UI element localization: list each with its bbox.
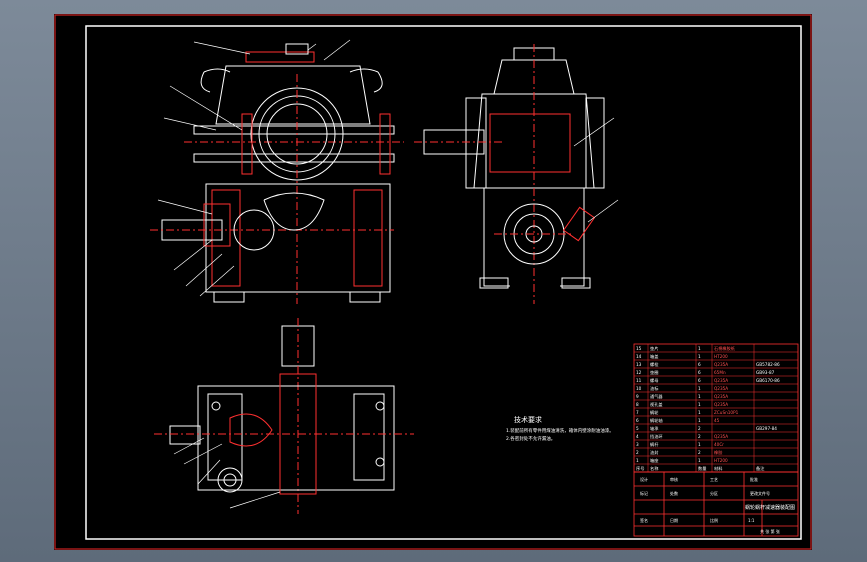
bom-cell: 油封 <box>650 449 658 456</box>
bom-header-cell: 数量 <box>698 465 706 472</box>
bom-cell: 1 <box>698 394 701 399</box>
bom-cell: 13 <box>636 362 642 367</box>
bom-cell: 10 <box>636 386 642 391</box>
bom-cell: 4 <box>636 434 639 439</box>
bom-cell: 15 <box>636 346 642 351</box>
bom-cell: 12 <box>636 370 642 375</box>
scale-label: 比例 <box>710 517 718 523</box>
bom-cell: 65Mn <box>714 370 726 375</box>
technical-notes: 技术要求 1.装配前所有零件用煤油清洗，箱体内壁涂耐油油漆。 2.各密封处不允许… <box>506 415 614 442</box>
bom-cell: GB5782-86 <box>756 362 780 367</box>
tech-note-2: 2.各密封处不允许漏油。 <box>506 435 555 442</box>
bom-cell: 垫圈 <box>650 369 658 376</box>
bom-cell: 11 <box>636 378 642 383</box>
bom-cell: GB297-84 <box>756 426 777 431</box>
bom-cell: Q235A <box>714 402 728 407</box>
role-approve: 批准 <box>750 476 758 482</box>
top-view <box>154 318 414 514</box>
drawing-canvas: 技术要求 1.装配前所有零件用煤油清洗，箱体内壁涂耐油油漆。 2.各密封处不允许… <box>54 14 812 550</box>
bom-cell: 蜗轮轴 <box>650 417 663 424</box>
bom-cell: 箱座 <box>650 457 658 464</box>
bom-cell: 40Cr <box>714 442 724 447</box>
bom-cell: ZCuSn10P1 <box>714 410 739 415</box>
bom-cell: 1 <box>698 386 701 391</box>
sheet-label: 共 张 第 张 <box>760 528 780 534</box>
bom-cell: 蜗轮 <box>650 409 659 416</box>
bom-cell: 1 <box>698 418 701 423</box>
tech-note-1: 1.装配前所有零件用煤油清洗，箱体内壁涂耐油油漆。 <box>506 427 614 434</box>
role-review: 审核 <box>670 476 678 482</box>
side-view <box>414 44 619 304</box>
bom-cell: Q235A <box>714 386 728 391</box>
label-zone: 分区 <box>710 490 718 496</box>
title-block-text: 蜗轮蜗杆减速器装配图 设计 审核 工艺 批准 标记 处数 分区 更改文件号 签名… <box>640 476 795 534</box>
bom-cell: 6 <box>636 418 639 423</box>
bom-cell: 蜗杆 <box>650 441 659 448</box>
drawing-sheet: 技术要求 1.装配前所有零件用煤油清洗，箱体内壁涂耐油油漆。 2.各密封处不允许… <box>54 14 812 550</box>
tech-title: 技术要求 <box>514 415 542 424</box>
bom-cell: 1 <box>698 346 701 351</box>
bom-cell: 6 <box>698 370 701 375</box>
bom-cell: 油标 <box>650 385 658 392</box>
bom-cell: 轴承 <box>650 425 659 432</box>
bom-cell: 箱盖 <box>650 353 658 360</box>
label-mark: 标记 <box>640 490 648 496</box>
bom-cell: 挡油环 <box>650 433 663 440</box>
bom-cell: 垫片 <box>650 345 658 352</box>
bom-cell: 视孔盖 <box>650 401 663 408</box>
inner-frame <box>85 25 802 540</box>
bom-cell: 6 <box>698 362 701 367</box>
label-change: 更改文件号 <box>750 490 770 496</box>
bom-header-cell: 序号 <box>636 465 644 472</box>
bom-header-cell: 名称 <box>650 465 658 472</box>
drawing-name: 蜗轮蜗杆减速器装配图 <box>745 504 795 511</box>
role-design: 设计 <box>640 476 648 482</box>
bom-cell: 橡胶 <box>714 449 722 456</box>
bom-cell: 2 <box>698 450 701 455</box>
bom-cell: HT200 <box>714 458 728 463</box>
bom-cell: 6 <box>698 378 701 383</box>
bom-cell: GB93-87 <box>756 370 775 375</box>
label-date: 日期 <box>670 517 678 523</box>
label-count: 处数 <box>670 490 678 496</box>
bom-cell: 7 <box>636 410 639 415</box>
bom-cell: 螺母 <box>650 377 658 384</box>
bom-cell: 3 <box>636 442 639 447</box>
bom-cell: 通气器 <box>650 393 663 400</box>
bom-cell: 45 <box>714 418 720 423</box>
outer-frame <box>54 14 812 550</box>
bom-cell: Q235A <box>714 378 728 383</box>
bom-cell: GB6170-86 <box>756 378 780 383</box>
bom-cell: 1 <box>698 402 701 407</box>
bom-cell: 2 <box>698 426 701 431</box>
bom-cell: 螺栓 <box>650 361 659 368</box>
bom-header-cell: 备注 <box>756 465 765 472</box>
bom-cell: Q235A <box>714 434 728 439</box>
scale-value: 1:1 <box>748 518 755 523</box>
bom-cell: 8 <box>636 402 639 407</box>
bom-cell: 1 <box>636 458 639 463</box>
bom-cell: 1 <box>698 442 701 447</box>
label-sign: 签名 <box>640 517 648 523</box>
front-view <box>150 39 404 304</box>
bom-cell: 9 <box>636 394 639 399</box>
bom-cell: 石棉橡胶纸 <box>714 345 736 352</box>
bom-header-cell: 材料 <box>714 465 723 472</box>
bom-cell: 2 <box>698 434 701 439</box>
bom-cell: 1 <box>698 354 701 359</box>
title-block <box>633 471 799 537</box>
bom-cell: Q235A <box>714 394 728 399</box>
bom-cell: Q235A <box>714 362 728 367</box>
bom-cell: HT200 <box>714 354 728 359</box>
role-process: 工艺 <box>710 477 718 482</box>
bom-cell: 5 <box>636 426 639 431</box>
bom-cell: 1 <box>698 410 701 415</box>
bom-cell: 1 <box>698 458 701 463</box>
bom-cell: 2 <box>636 450 639 455</box>
bom-cell: 14 <box>636 354 642 359</box>
